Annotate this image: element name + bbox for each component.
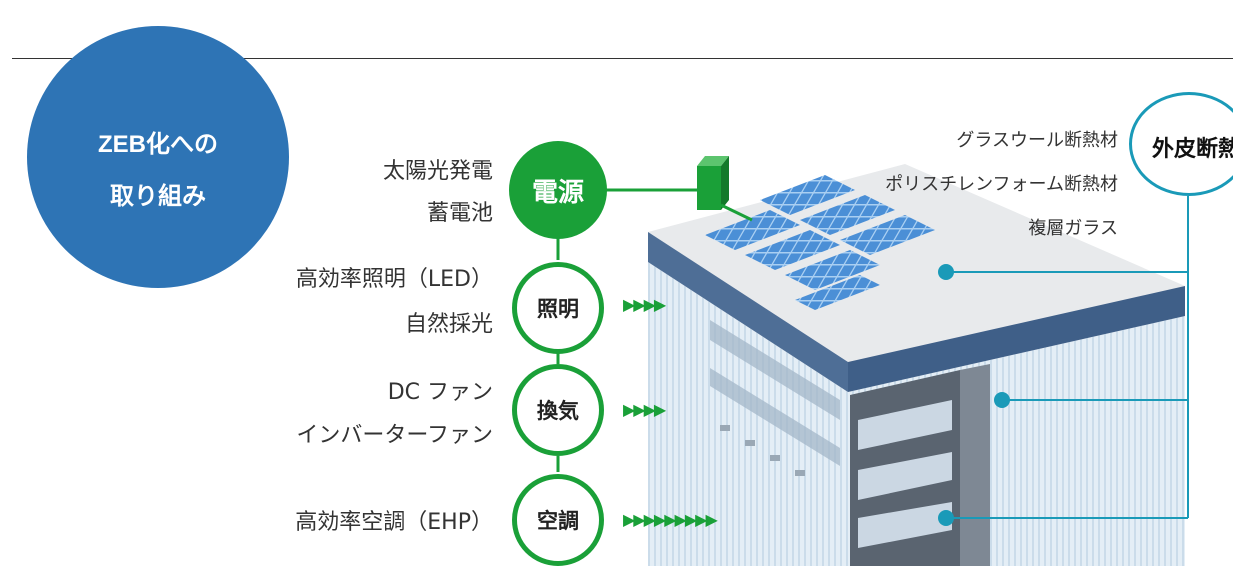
aircon-arrows: ▶▶▶▶▶▶▶▶▶ bbox=[623, 510, 718, 529]
power-label-1: 太陽光発電 bbox=[382, 159, 493, 184]
top-divider bbox=[12, 58, 1233, 59]
roof-edge-side bbox=[848, 286, 1185, 392]
building-front-face bbox=[648, 262, 848, 566]
lighting-circle: 照明 bbox=[512, 262, 604, 354]
lighting-arrows: ▶▶▶▶ bbox=[623, 295, 666, 314]
envelope-circle: 外皮断熱 bbox=[1129, 92, 1233, 196]
solar-panels bbox=[705, 175, 935, 310]
ventilation-label-1: DC ファン bbox=[387, 380, 493, 405]
ventilation-arrows: ▶▶▶▶ bbox=[623, 400, 666, 419]
roof-edge-front bbox=[648, 232, 848, 392]
lighting-label-2: 自然採光 bbox=[404, 312, 493, 337]
badge-line-1: ZEB化への bbox=[98, 131, 218, 158]
aircon-circle: 空調 bbox=[512, 474, 604, 566]
lighting-label-1: 高効率照明（LED） bbox=[295, 267, 493, 292]
window-point-dot bbox=[938, 510, 954, 526]
ventilation-circle: 換気 bbox=[512, 364, 604, 456]
battery-box bbox=[697, 166, 721, 210]
wall-point-dot bbox=[994, 392, 1010, 408]
aircon-label: 高効率空調（EHP） bbox=[295, 510, 493, 535]
power-label-2: 蓄電池 bbox=[426, 201, 493, 226]
envelope-title: 外皮断熱 bbox=[1152, 137, 1233, 162]
envelope-label-2: ポリスチレンフォーム断熱材 bbox=[885, 174, 1118, 195]
badge-line-2: 取り組み bbox=[110, 183, 206, 210]
zeb-badge: ZEB化への 取り組み bbox=[27, 26, 289, 288]
envelope-label-3: 複層ガラス bbox=[1028, 218, 1118, 239]
roof-point-dot bbox=[938, 264, 954, 280]
ventilation-label-2: インバーターファン bbox=[296, 423, 493, 448]
power-circle: 電源 bbox=[509, 141, 607, 239]
envelope-label-1: グラスウール断熱材 bbox=[956, 130, 1118, 151]
